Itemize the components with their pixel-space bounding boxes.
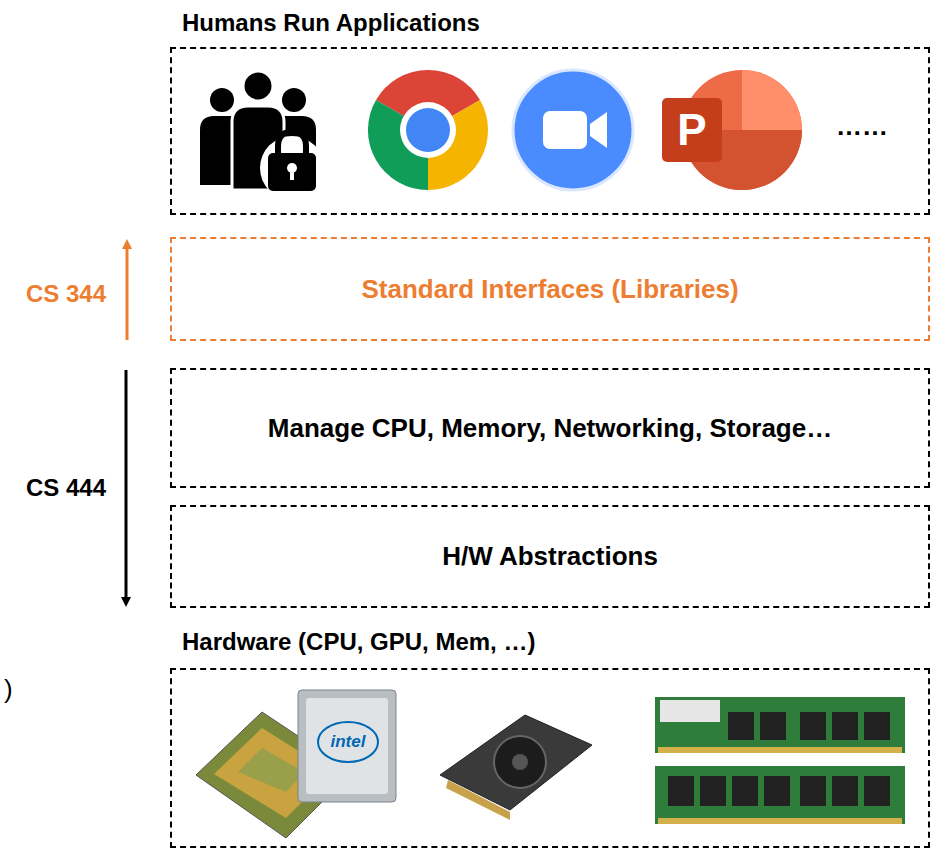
users-icon <box>200 71 324 200</box>
layer-title: Hardware (CPU, GPU, Mem, …) <box>182 628 535 656</box>
layer-title: Standard Interfaces (Libraries) <box>361 274 738 305</box>
application-layer: Humans Run Applications…… <box>170 47 930 215</box>
os-management-layer: Manage CPU, Memory, Networking, Storage… <box>170 368 930 488</box>
more-apps-ellipsis: …… <box>836 111 888 142</box>
layer-title: H/W Abstractions <box>442 541 658 572</box>
layer-title: Manage CPU, Memory, Networking, Storage… <box>268 413 832 444</box>
course-label: CS 344 <box>26 280 106 308</box>
icon-letter: P <box>677 105 706 155</box>
ram-picture <box>655 697 905 824</box>
hw-abstraction-layer: H/W Abstractions <box>170 505 930 608</box>
gpu-picture <box>440 715 592 820</box>
hardware-layer: Hardware (CPU, GPU, Mem, …) <box>170 668 930 848</box>
layer-title: Humans Run Applications <box>182 9 480 37</box>
course-label: CS 444 <box>26 474 106 502</box>
powerpoint-icon <box>662 70 802 190</box>
brand-logo: intel <box>331 732 366 752</box>
library-layer: Standard Interfaces (Libraries) <box>170 237 930 341</box>
down-arrow <box>125 370 128 602</box>
cpu-picture <box>196 690 396 838</box>
zoom-icon <box>513 70 633 190</box>
stray-glyph: ) <box>4 674 13 705</box>
chrome-icon <box>368 70 488 190</box>
up-arrow <box>126 244 129 340</box>
